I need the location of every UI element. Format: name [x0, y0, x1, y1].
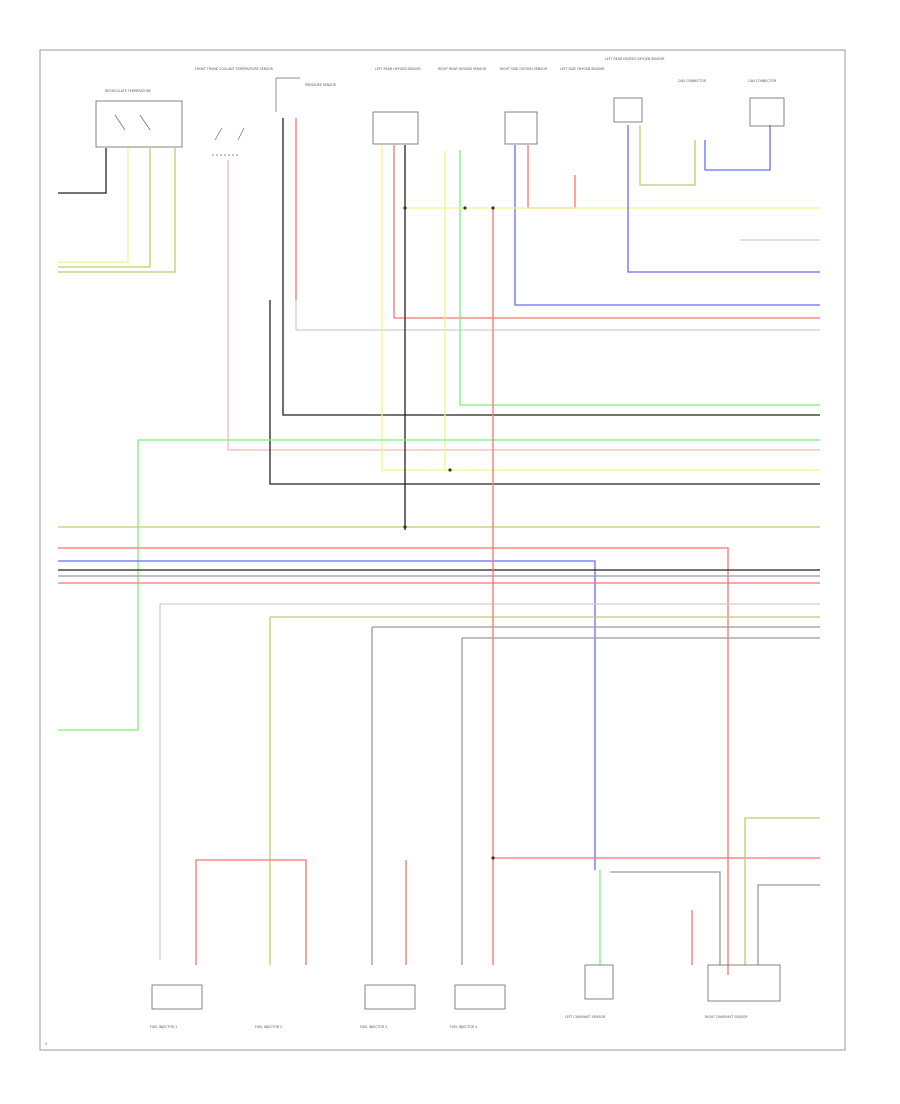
- component-label: PRESSURE SENSOR: [305, 83, 337, 87]
- top-components: RECIRCULATE TEMPERATURE FRONT TRUNK COOL…: [95, 57, 785, 156]
- component-label: FUEL INJECTOR 1: [150, 1025, 177, 1029]
- wire: [393, 145, 820, 319]
- wire: [757, 884, 820, 965]
- component-right-side-o2: RIGHT SIDE OXYGEN SENSOR: [500, 67, 548, 145]
- component-label: CAN CONNECTOR: [748, 79, 777, 83]
- component-can-connector-1: CAN CONNECTOR: [678, 79, 707, 83]
- footer-code: S: [45, 1042, 48, 1046]
- wire: [58, 560, 596, 870]
- wire: [459, 150, 820, 406]
- component-left-side-o2: LEFT SIDE OXYGEN SENSOR: [560, 67, 605, 71]
- wire: [58, 547, 729, 975]
- component-fuel-injector-3: FUEL INJECTOR 3: [360, 984, 416, 1029]
- component-front-trunk-sensor: FRONT TRUNK COOLANT TEMPERATURE SENSOR: [195, 67, 274, 156]
- component-label: FUEL INJECTOR 4: [450, 1025, 477, 1029]
- component-recirculate-temperature: RECIRCULATE TEMPERATURE: [95, 89, 183, 148]
- component-label: RIGHT CAMSHAFT SENSOR: [705, 1015, 748, 1019]
- component-label: RECIRCULATE TEMPERATURE: [105, 89, 151, 93]
- wires: [58, 118, 820, 975]
- wire: [527, 145, 576, 209]
- wire: [58, 148, 151, 268]
- component-fuel-injector-4: FUEL INJECTOR 4: [450, 984, 506, 1029]
- wire: [58, 148, 129, 263]
- wire: [639, 125, 696, 186]
- component-right-rear-o2: RIGHT REAR OXYGEN SENSOR: [438, 67, 487, 71]
- wire: [381, 145, 820, 471]
- wire: [195, 859, 307, 965]
- wire: [58, 439, 820, 731]
- component-fuel-injector-1: FUEL INJECTOR 1: [150, 984, 203, 1029]
- component-label: LEFT REAR HEATED OXYGEN SENSOR: [605, 57, 665, 61]
- wire: [514, 145, 820, 306]
- wire: [58, 148, 176, 273]
- component-left-rear-heated-o2: LEFT REAR HEATED OXYGEN SENSOR: [605, 57, 665, 123]
- wire: [627, 125, 820, 273]
- component-can-connector-2: CAN CONNECTOR: [748, 79, 785, 127]
- component-fuel-injector-2: FUEL INJECTOR 2: [255, 1025, 282, 1029]
- bottom-components: FUEL INJECTOR 1 FUEL INJECTOR 2 FUEL INJ…: [150, 964, 781, 1029]
- component-label: RIGHT REAR OXYGEN SENSOR: [438, 67, 487, 71]
- wire: [269, 300, 820, 485]
- component-pressure-sensor: PRESSURE SENSOR: [275, 77, 337, 112]
- diagram-frame: [39, 49, 846, 1051]
- component-label: FRONT TRUNK COOLANT TEMPERATURE SENSOR: [195, 67, 274, 71]
- component-right-camshaft-sensor: RIGHT CAMSHAFT SENSOR: [705, 964, 781, 1019]
- component-label: FUEL INJECTOR 3: [360, 1025, 387, 1029]
- wire: [704, 125, 771, 171]
- wire: [227, 160, 820, 451]
- splice-points: [403, 206, 495, 860]
- component-label: LEFT REAR OXYGEN SENSOR: [375, 67, 421, 71]
- component-label: LEFT CAMSHAFT SENSOR: [565, 1015, 606, 1019]
- component-label: CAN CONNECTOR: [678, 79, 707, 83]
- wire: [610, 871, 721, 965]
- component-label: RIGHT SIDE OXYGEN SENSOR: [500, 67, 548, 71]
- component-left-camshaft-sensor: LEFT CAMSHAFT SENSOR: [565, 964, 614, 1019]
- wire: [744, 817, 820, 965]
- wire: [58, 148, 107, 194]
- component-label: FUEL INJECTOR 2: [255, 1025, 282, 1029]
- wire: [282, 118, 820, 416]
- wire: [295, 300, 820, 331]
- component-left-rear-o2: LEFT REAR OXYGEN SENSOR: [372, 67, 421, 145]
- component-label: LEFT SIDE OXYGEN SENSOR: [560, 67, 605, 71]
